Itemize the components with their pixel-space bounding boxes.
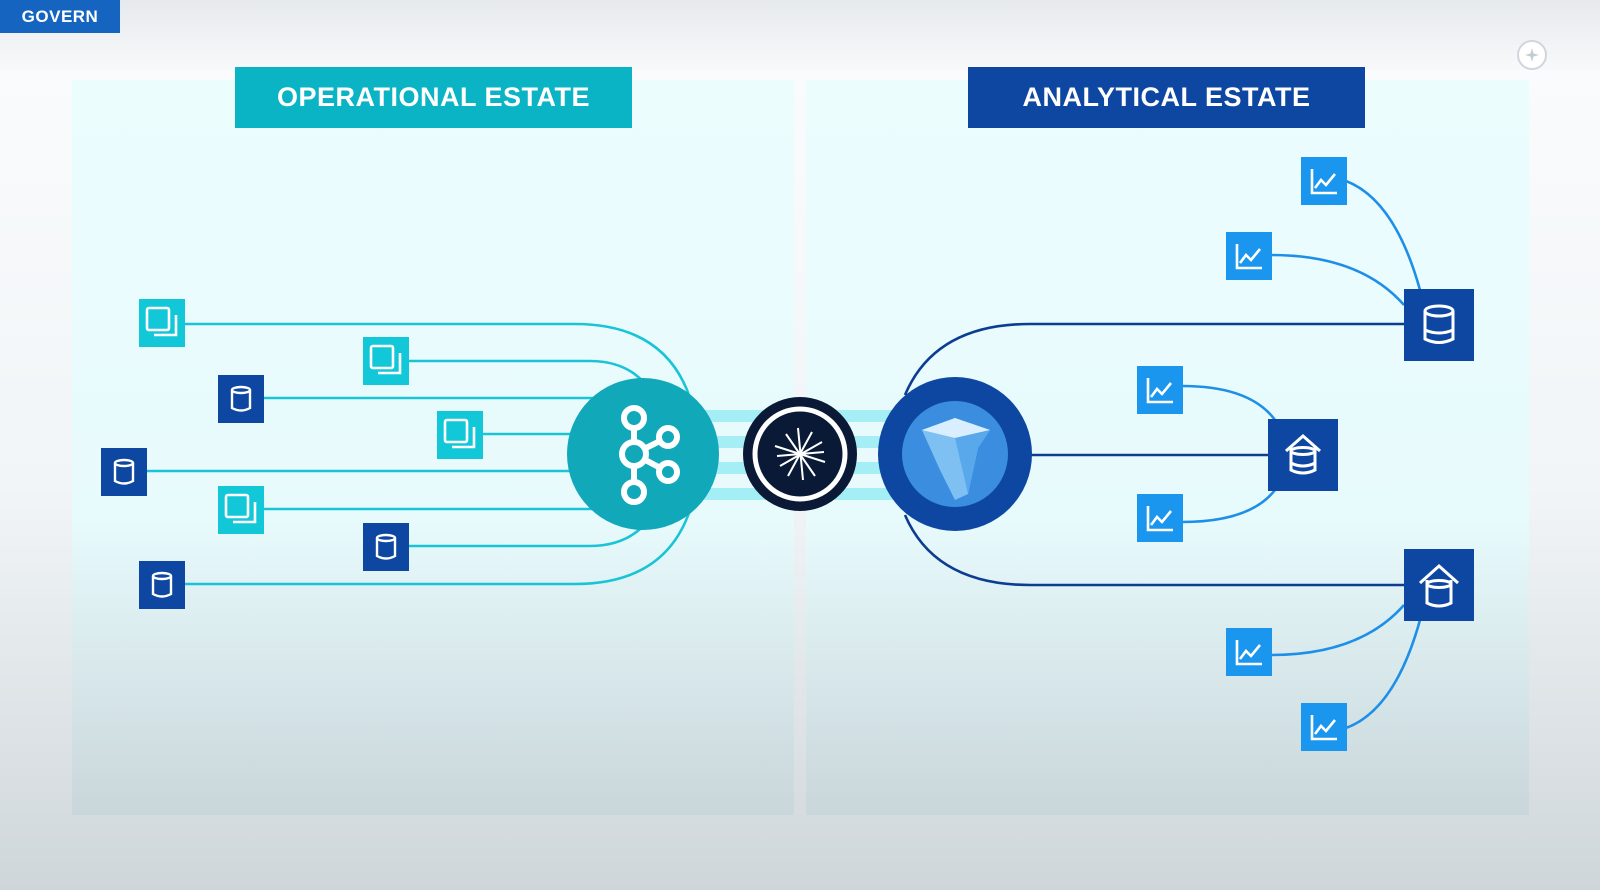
chart-links [1181,179,1422,730]
chart-node[interactable] [1137,366,1183,414]
lakehouse-node[interactable] [1268,419,1338,491]
operational-estate-heading: OPERATIONAL ESTATE [235,67,632,128]
database-node[interactable] [101,448,147,496]
database-node[interactable] [363,523,409,571]
chart-node[interactable] [1301,157,1347,205]
top-bar [0,0,1600,70]
section-tag: GOVERN [0,0,120,33]
database-node[interactable] [139,561,185,609]
chart-node[interactable] [1226,628,1272,676]
topic-node[interactable] [437,411,483,459]
link-chart-2 [1270,253,1405,306]
iceberg-hub[interactable] [878,377,1032,531]
database-node[interactable] [1404,289,1474,361]
page-number: 40 [1535,826,1548,838]
chart-node[interactable] [1226,232,1272,280]
iceberg-icon [922,418,990,500]
topic-node[interactable] [218,486,264,534]
chart-node[interactable] [1301,703,1347,751]
kafka-icon [619,405,680,505]
warehouse-node[interactable] [1404,549,1474,621]
link-chart-6 [1345,619,1422,730]
kafka-hub[interactable] [567,378,719,530]
link-topic-1 [185,322,692,399]
database-node[interactable] [218,375,264,423]
link-iceberg-warehouse [903,514,1404,587]
topic-node[interactable] [139,299,185,347]
starburst-hub[interactable] [743,397,857,511]
analytical-estate-heading: ANALYTICAL ESTATE [968,67,1365,128]
link-chart-4 [1181,489,1277,524]
starburst-icon [774,427,826,481]
logo-icon [1517,40,1547,70]
analytical-links [903,322,1404,587]
chart-node[interactable] [1137,494,1183,542]
link-chart-1 [1345,179,1422,291]
topic-node[interactable] [363,337,409,385]
link-chart-5 [1270,604,1405,657]
link-iceberg-database [903,322,1404,396]
link-chart-3 [1181,384,1277,421]
link-db-4 [185,509,692,586]
